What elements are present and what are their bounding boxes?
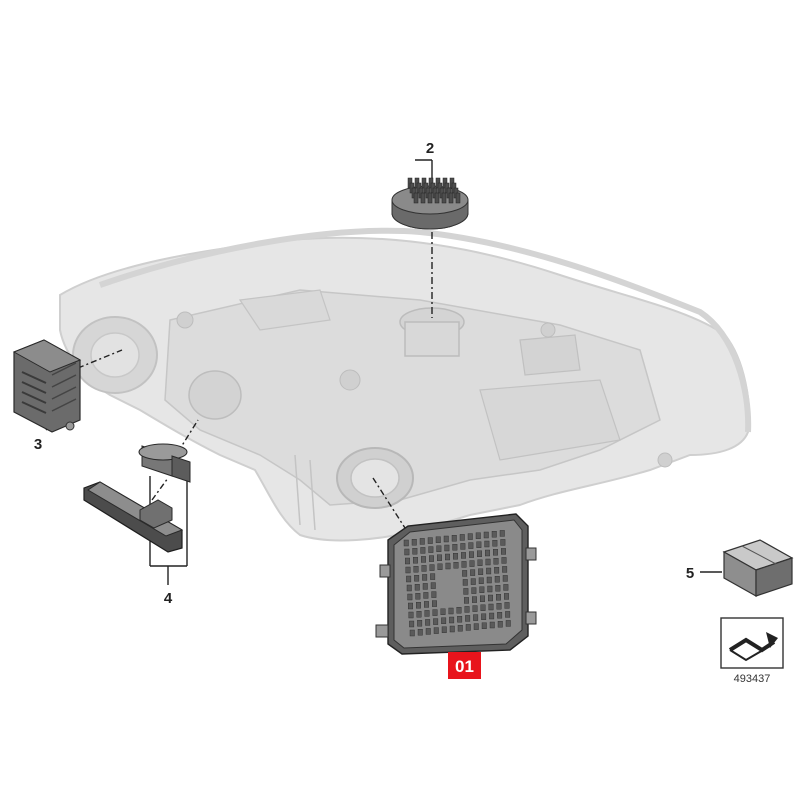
headlight-housing-icon — [59, 227, 752, 542]
callout-part-2: 2 — [426, 140, 434, 157]
bracket-icon — [83, 443, 191, 553]
callout-part-5: 5 — [686, 565, 694, 582]
arrow-symbol-icon — [720, 617, 784, 669]
heat-sink-icon — [407, 177, 461, 204]
diagram-number: 493437 — [734, 673, 771, 685]
highlighted-control-module-icon — [375, 513, 537, 655]
box-icon — [722, 539, 794, 598]
highlight-box — [448, 652, 481, 679]
control-unit-icon — [12, 339, 82, 433]
callout-highlighted-part: 01 — [455, 657, 474, 676]
callout-part-3: 3 — [34, 436, 42, 453]
callout-part-4: 4 — [164, 590, 173, 607]
